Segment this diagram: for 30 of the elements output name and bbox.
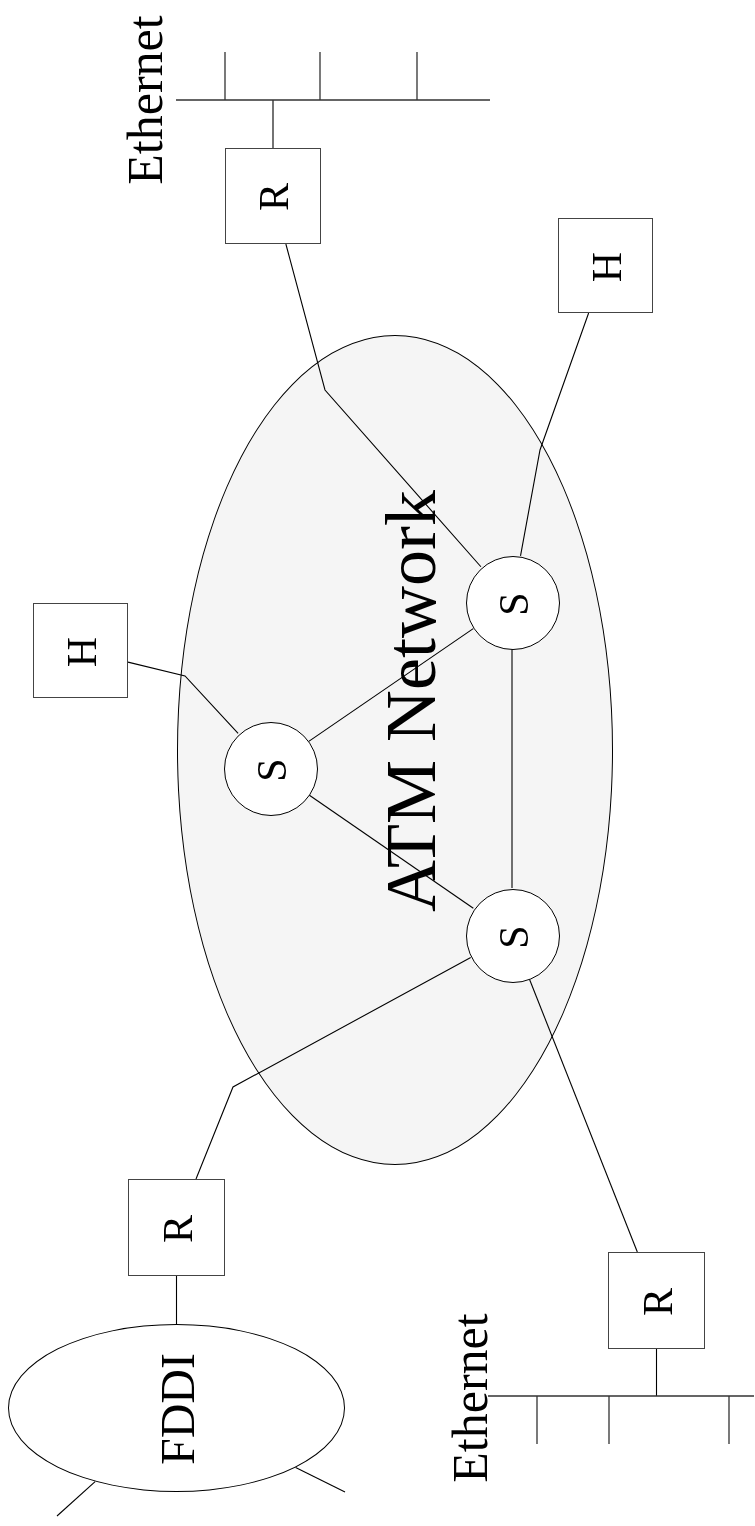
node-label: H	[585, 251, 628, 282]
node-label: S	[493, 925, 535, 949]
bus-label: Ethernet	[120, 15, 170, 185]
connector-line	[175, 1275, 178, 1325]
node-box	[225, 148, 321, 244]
node-label: S	[251, 758, 293, 782]
node-box	[608, 1252, 705, 1349]
connector-line	[528, 978, 638, 1253]
network-label: ATM Network	[375, 490, 447, 912]
connector-line	[511, 648, 513, 889]
connector-line	[655, 1348, 658, 1397]
node-label: R	[636, 1287, 679, 1316]
connector-line	[195, 956, 472, 1180]
connector-line	[308, 794, 474, 909]
connector-line	[308, 628, 474, 742]
connector-line	[519, 312, 590, 557]
node-label: R	[253, 183, 295, 211]
bus-label: Ethernet	[445, 1313, 495, 1483]
connector-line	[285, 243, 482, 568]
node-box	[33, 603, 128, 698]
connector-line	[272, 99, 274, 149]
connector-line	[295, 1466, 346, 1493]
node-box	[558, 218, 653, 313]
node-box	[128, 1179, 225, 1276]
connector-line	[127, 661, 239, 735]
node-label: H	[60, 636, 103, 667]
node-label: S	[493, 592, 535, 616]
node-label: R	[156, 1214, 199, 1243]
connector-line	[56, 1481, 96, 1517]
node-label: FDDI	[153, 1353, 202, 1465]
